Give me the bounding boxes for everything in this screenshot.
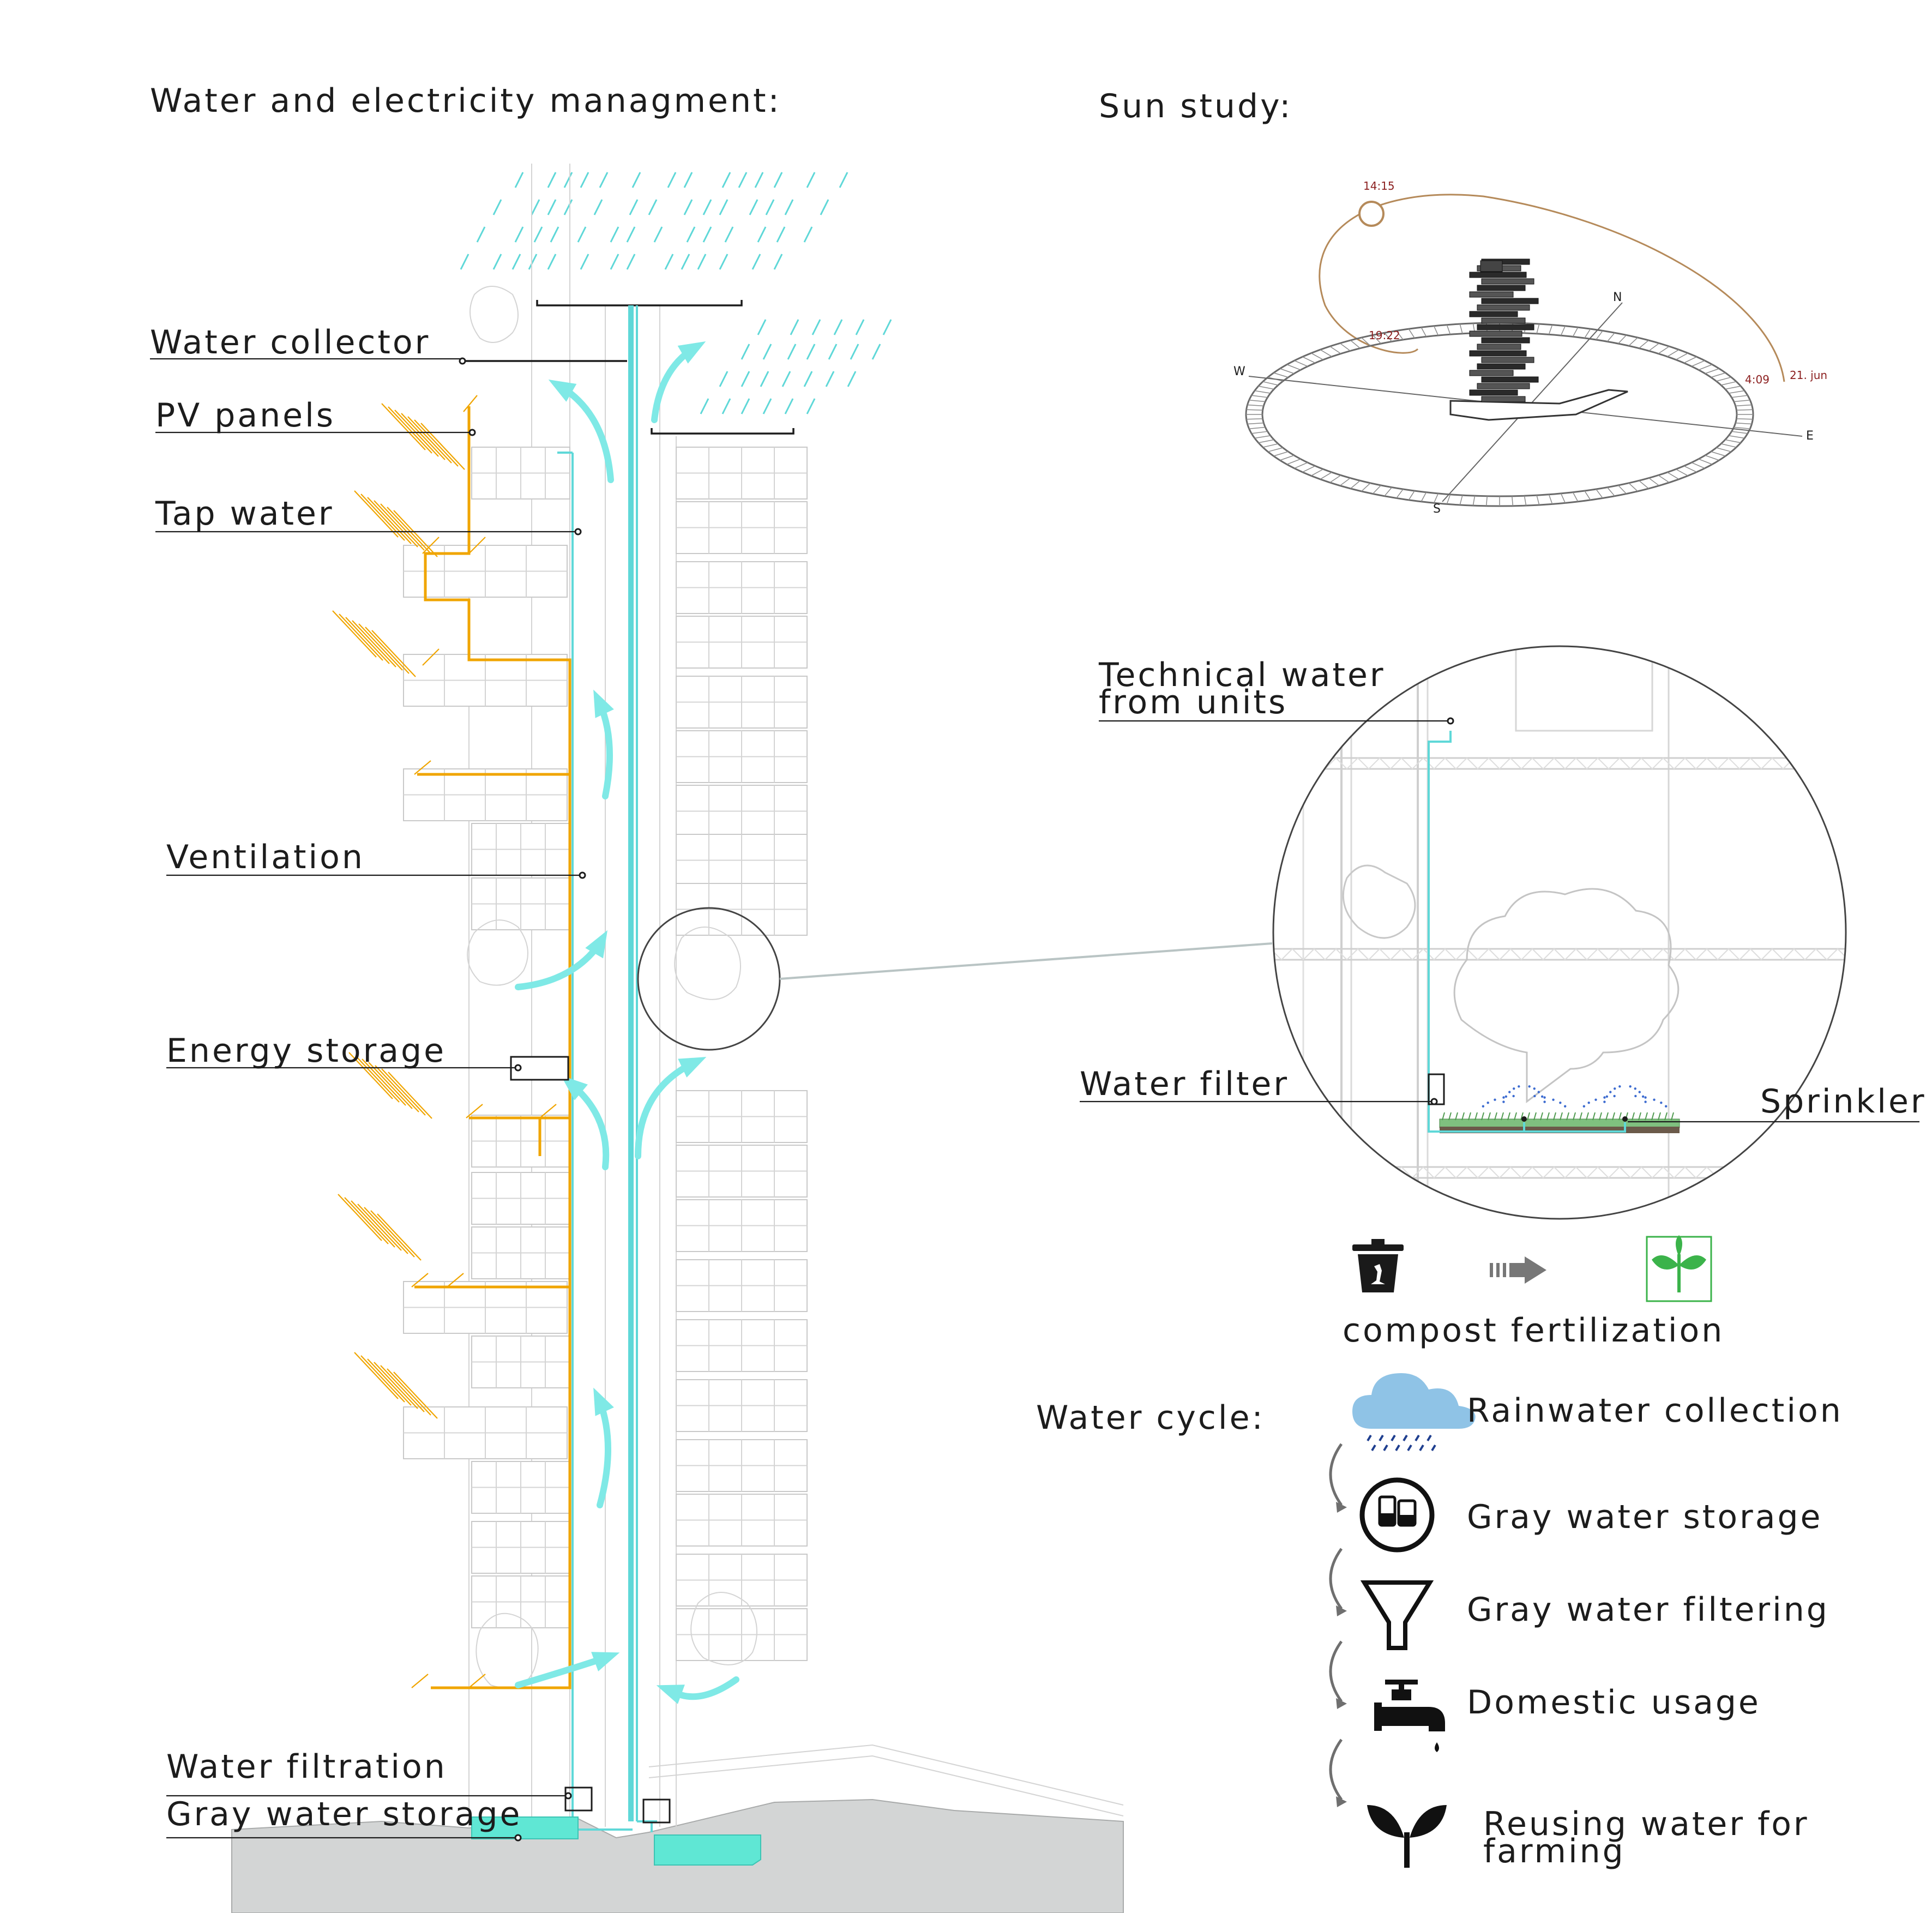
funnel-icon — [1360, 1580, 1434, 1650]
label-ventilation: Ventilation — [166, 838, 365, 876]
compass-north: N — [1613, 291, 1624, 304]
sun-study-diagram: N S E W 14:15 19:22 4:09 21. jun — [1233, 179, 1827, 516]
sun-icon — [1358, 201, 1385, 227]
trash-bin-icon — [1352, 1239, 1404, 1292]
label-water-collector: Water collector — [150, 323, 430, 362]
label-energy-storage: Energy storage — [166, 1032, 446, 1070]
tower-section — [403, 164, 1124, 1827]
compost-fertilization: compost fertilization — [1343, 1235, 1724, 1350]
water-cycle-step-5-line2: farming — [1483, 1832, 1626, 1870]
water-cycle: Water cycle: Rainwater collection Gray w… — [1036, 1373, 1843, 1870]
ventilation-arrows — [515, 341, 739, 1704]
water-filtration-box — [564, 1786, 593, 1812]
water-cycle-step-2: Gray water storage — [1467, 1498, 1822, 1536]
detail-labels: Technical water from units Water filter … — [1080, 656, 1927, 1123]
water-pipes — [471, 305, 761, 1866]
arrow-right-icon — [1490, 1256, 1546, 1284]
cycle-arrows — [1329, 1443, 1347, 1807]
roof-collector-plates — [464, 300, 795, 435]
label-water-filter: Water filter — [1080, 1065, 1289, 1103]
gray-water-tank-left — [471, 1816, 579, 1839]
water-cycle-step-3: Gray water filtering — [1467, 1591, 1829, 1629]
label-tap-water: Tap water — [155, 495, 334, 533]
plant-icon — [1646, 1235, 1712, 1302]
water-cycle-step-5-line1: Reusing water for — [1483, 1805, 1809, 1843]
sun-path-arc — [1319, 194, 1785, 382]
label-water-filtration: Water filtration — [166, 1748, 447, 1786]
heading-sun-study: Sun study: — [1099, 87, 1292, 125]
energy-storage-box — [510, 1056, 569, 1081]
label-gray-water-storage: Gray water storage — [166, 1795, 522, 1833]
sun-date: 21. jun — [1790, 369, 1827, 382]
sun-time-409: 4:09 — [1745, 373, 1770, 386]
gray-water-filter-box-right — [642, 1798, 671, 1824]
compass-east: E — [1806, 429, 1816, 443]
compost-label: compost fertilization — [1343, 1312, 1724, 1350]
sun-time-1922: 19:22 — [1369, 329, 1400, 342]
rain-streaks — [460, 172, 892, 414]
tower-labels: Water collector PV panels Tap water Vent… — [150, 323, 586, 1842]
electricity-wiring — [332, 395, 571, 1689]
heading-water-electricity: Water and electricity managment: — [150, 82, 781, 120]
detail-zoom-view — [1272, 645, 1847, 1220]
zoom-connector-line — [779, 942, 1273, 980]
label-pv-panels: PV panels — [155, 396, 335, 435]
rain-cloud-icon — [1352, 1373, 1476, 1452]
faucet-icon — [1374, 1680, 1445, 1752]
label-technical-water-line2: from units — [1099, 683, 1287, 721]
water-cycle-step-4: Domestic usage — [1467, 1683, 1761, 1722]
sprout-icon — [1367, 1805, 1447, 1868]
storage-tank-icon — [1359, 1477, 1435, 1553]
heading-water-cycle: Water cycle: — [1036, 1399, 1265, 1437]
gray-water-tank-right — [654, 1834, 761, 1866]
water-cycle-step-1: Rainwater collection — [1467, 1392, 1843, 1430]
label-technical-water-line1: Technical water — [1098, 656, 1386, 694]
compass-west: W — [1233, 365, 1248, 378]
tower-3d-model — [1469, 258, 1539, 402]
compass-south: S — [1433, 502, 1443, 516]
sun-time-1415: 14:15 — [1363, 179, 1395, 192]
pv-panel-hatches — [332, 403, 465, 1419]
label-sprinkler: Sprinkler — [1760, 1082, 1927, 1121]
